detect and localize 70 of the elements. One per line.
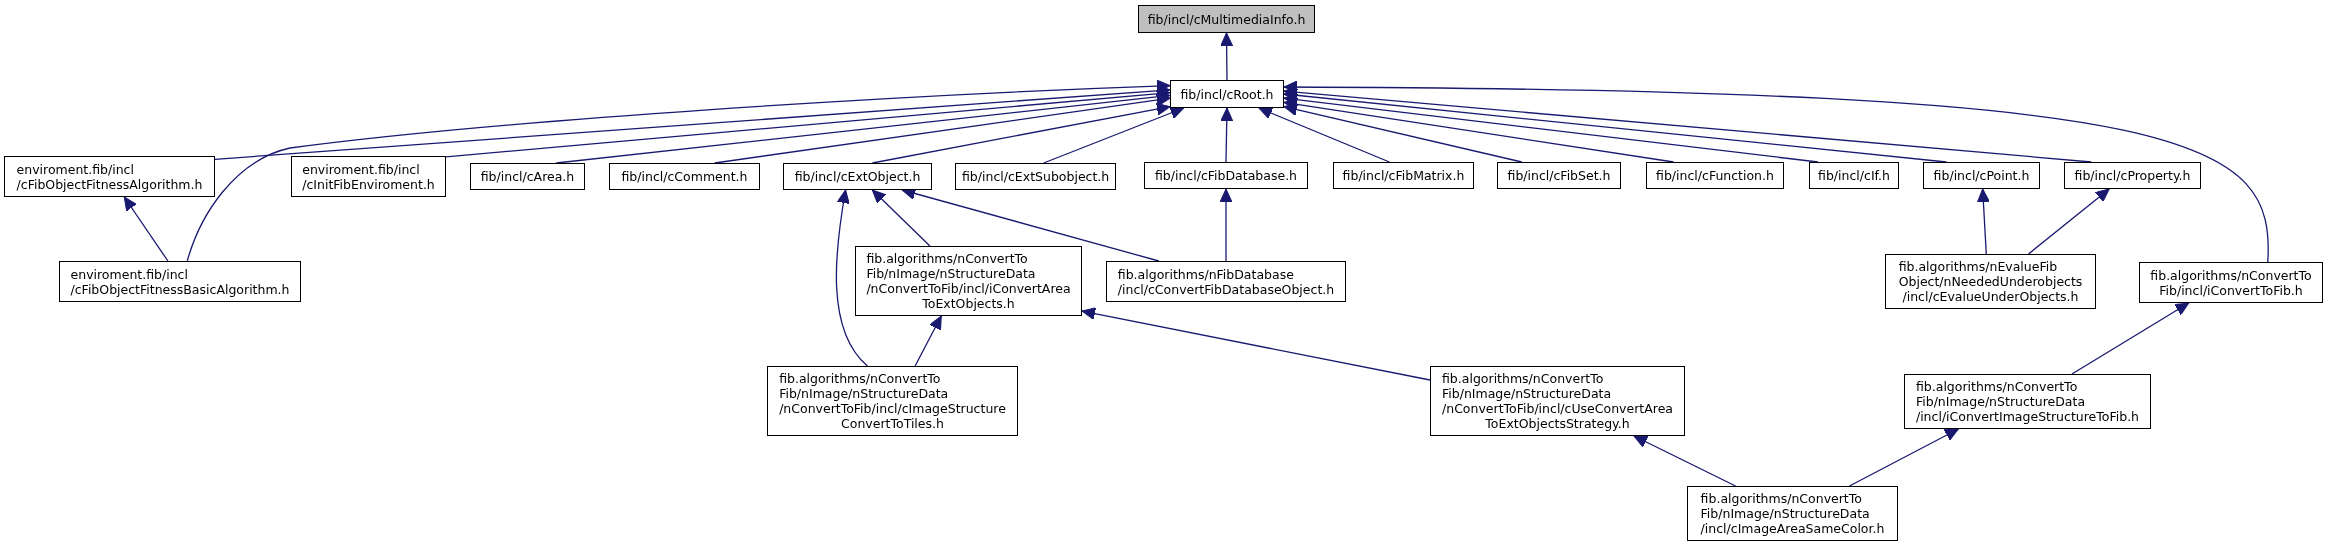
arrow	[123, 196, 169, 262]
arrow	[2071, 302, 2190, 375]
file-box	[1646, 162, 1784, 189]
file-name: fib.algorithms/nEvalueFib Object/nNeededUnderobjects /incl/cEvalueUnderObjects.h	[1898, 259, 2083, 304]
file-name: enviroment.fib/incl /cFibObjectFitnessBasicAlgorithm.h	[70, 266, 290, 297]
file-name: fib/incl/cPoint.h	[1933, 168, 2030, 183]
file-name: fib/incl/cIf.h	[1818, 168, 1890, 183]
file-box	[1923, 162, 2040, 189]
file-box	[59, 261, 301, 302]
file-box	[291, 156, 446, 197]
file-name: fib.algorithms/nConvertTo Fib/incl/iConvertToFib.h	[2150, 267, 2312, 298]
file-name: fib/incl/cFibDatabase.h	[1154, 168, 1298, 183]
file-name: fib/incl/cFibMatrix.h	[1342, 168, 1465, 183]
arrow	[1283, 80, 2269, 263]
arrow	[1976, 188, 1990, 255]
arrow	[2027, 188, 2110, 255]
arrow	[871, 189, 931, 247]
file-name: fib/incl/cArea.h	[480, 169, 575, 184]
file-box	[1885, 254, 2096, 309]
file-box	[783, 163, 932, 190]
file-box	[767, 366, 1018, 436]
file-name: fib/incl/cFibSet.h	[1507, 168, 1611, 183]
arrow	[1220, 32, 1234, 81]
arrow	[1043, 106, 1185, 164]
arrow	[1283, 97, 1675, 163]
arrow	[1283, 93, 1819, 163]
file-box	[1144, 162, 1308, 189]
arrow	[1633, 435, 1737, 487]
file-box	[2064, 162, 2201, 189]
file-box	[1106, 261, 1346, 302]
file-name: fib.algorithms/nConvertTo Fib/nImage/nStructureData /nConvertToFib/incl/cUseConvertArea ToExtObjectsStrategy.h	[1442, 371, 1673, 431]
arrow	[835, 189, 869, 367]
arrow	[1258, 106, 1391, 163]
file-box	[1333, 162, 1474, 189]
file-box	[609, 163, 760, 190]
file-name: fib/incl/cExtSubobject.h	[962, 169, 1110, 184]
file-name: fib.algorithms/nFibDatabase /incl/cConvertFibDatabaseObject.h	[1117, 266, 1335, 297]
file-name: fib/incl/cExtObject.h	[794, 169, 921, 184]
file-name: enviroment.fib/incl /cFibObjectFitnessAlgorithm.h	[16, 161, 203, 192]
file-name: fib/incl/cMultimediaInfo.h	[1147, 11, 1306, 27]
arrow	[186, 79, 1171, 262]
file-box	[1687, 486, 1898, 541]
file-name: fib.algorithms/nConvertTo Fib/nImage/nStructureData /incl/cImageAreaSameColor.h	[1700, 491, 1885, 536]
file-box	[1170, 80, 1284, 108]
file-box	[1430, 366, 1685, 436]
file-box	[955, 163, 1117, 190]
file-name: fib/incl/cRoot.h	[1180, 86, 1274, 102]
file-box	[4, 156, 215, 197]
file-box	[1497, 162, 1621, 189]
file-name: fib/incl/cProperty.h	[2074, 168, 2191, 183]
file-box	[1809, 162, 1899, 189]
arrow	[1219, 188, 1233, 262]
file-box	[2139, 262, 2323, 303]
arrow	[871, 102, 1171, 164]
file-box	[1904, 374, 2151, 429]
file-box	[855, 246, 1082, 316]
arrow	[1848, 428, 1959, 487]
arrow	[1081, 307, 1431, 381]
file-box	[470, 163, 585, 190]
arrow	[1283, 103, 1523, 163]
file-name: fib.algorithms/nConvertTo Fib/nImage/nStructureData /nConvertToFib/incl/cImageStructure ConvertToTiles.h	[779, 371, 1006, 431]
file-box	[1138, 5, 1315, 33]
file-name: enviroment.fib/incl /cInitFibEnviroment.h	[302, 161, 435, 192]
file-name: fib.algorithms/nConvertTo Fib/nImage/nStructureData /incl/iConvertImageStructureToFib.h	[1915, 379, 2140, 424]
arrow	[1220, 107, 1234, 163]
file-name: fib.algorithms/nConvertTo Fib/nImage/nStructureData /nConvertToFib/incl/iConvertArea ToExtObjects.h	[866, 251, 1071, 311]
arrow	[714, 93, 1171, 164]
arrow	[914, 315, 942, 367]
file-name: fib/incl/cComment.h	[621, 169, 748, 184]
file-name: fib/incl/cFunction.h	[1656, 168, 1774, 183]
